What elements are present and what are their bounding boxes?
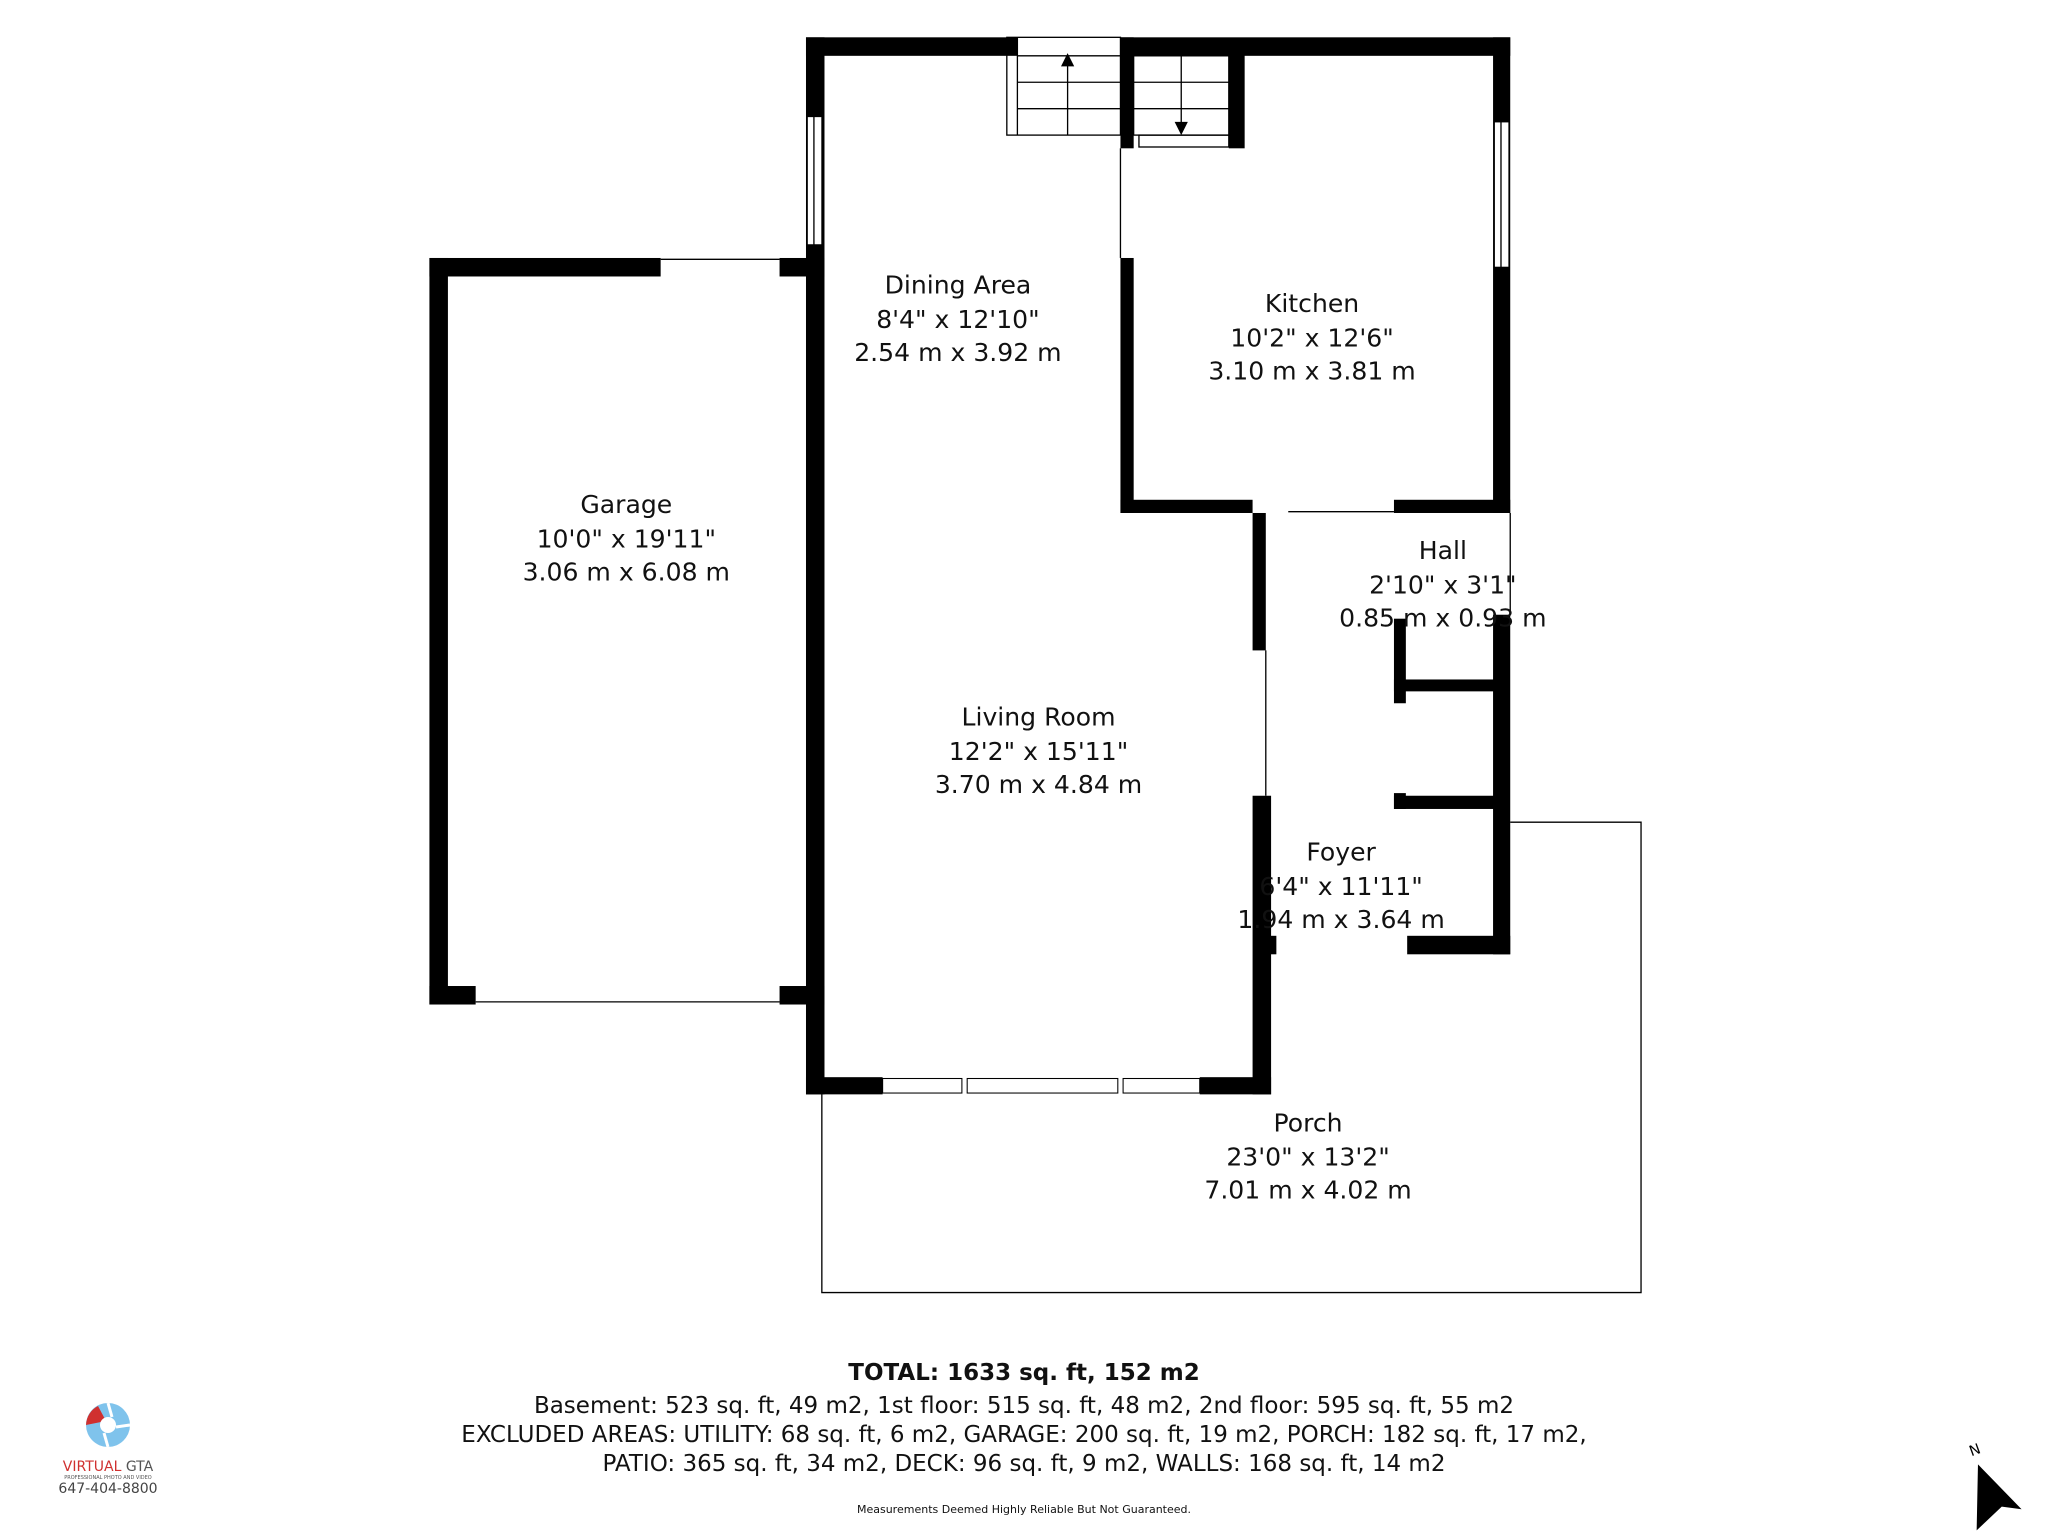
room-size-metric: 3.10 m x 3.81 m <box>1208 357 1415 386</box>
room-size-imperial: 6'4" x 11'11" <box>1259 872 1422 901</box>
porch-outline <box>821 821 1642 1294</box>
room-name: Dining Area <box>885 271 1032 300</box>
room-name: Garage <box>580 490 672 519</box>
room-name: Foyer <box>1306 837 1376 866</box>
floor-areas: Basement: 523 sq. ft, 49 m2, 1st floor: … <box>533 1393 1515 1419</box>
room-size-metric: 7.01 m x 4.02 m <box>1204 1176 1411 1205</box>
room-size-imperial: 23'0" x 13'2" <box>1226 1143 1389 1172</box>
walls <box>429 37 1511 1095</box>
room-size-metric: 3.70 m x 4.84 m <box>935 770 1142 799</box>
logo-tagline: PROFESSIONAL PHOTO AND VIDEO <box>64 1475 152 1481</box>
room-size-imperial: 12'2" x 15'11" <box>949 737 1128 766</box>
room-size-metric: 3.06 m x 6.08 m <box>523 557 730 586</box>
windows <box>475 116 1511 1094</box>
room-size-metric: 1.94 m x 3.64 m <box>1237 905 1444 934</box>
logo-phone: 647-404-8800 <box>58 1481 158 1497</box>
company-logo: VIRTUAL GTA PROFESSIONAL PHOTO AND VIDEO… <box>48 1395 168 1497</box>
north-arrow-icon <box>1976 1464 2022 1531</box>
room-size-metric: 0.85 m x 0.93 m <box>1339 604 1546 633</box>
disclaimer: Measurements Deemed Highly Reliable But … <box>856 1503 1192 1516</box>
total-area: TOTAL: 1633 sq. ft, 152 m2 <box>848 1360 1200 1386</box>
aperture-logo-icon <box>86 1402 131 1448</box>
room-name: Living Room <box>962 703 1116 732</box>
room-size-metric: 2.54 m x 3.92 m <box>854 338 1061 367</box>
north-label: N <box>1967 1441 1983 1460</box>
excluded-areas: EXCLUDED AREAS: UTILITY: 68 sq. ft, 6 m2… <box>461 1422 1587 1448</box>
room-size-imperial: 2'10" x 3'1" <box>1369 571 1517 600</box>
room-name: Hall <box>1419 536 1467 565</box>
logo-brand: VIRTUAL GTA <box>62 1459 154 1475</box>
room-labels: Dining Area 8'4" x 12'10" 2.54 m x 3.92 … <box>523 271 1547 1205</box>
compass: N <box>1967 1441 2022 1531</box>
room-size-imperial: 10'0" x 19'11" <box>537 524 716 553</box>
room-size-imperial: 10'2" x 12'6" <box>1230 324 1393 353</box>
room-name: Porch <box>1274 1108 1343 1137</box>
room-size-imperial: 8'4" x 12'10" <box>876 305 1039 334</box>
stairs <box>1006 36 1230 148</box>
excluded-areas-cont: PATIO: 365 sq. ft, 34 m2, DECK: 96 sq. f… <box>602 1451 1446 1477</box>
room-name: Kitchen <box>1265 289 1359 318</box>
